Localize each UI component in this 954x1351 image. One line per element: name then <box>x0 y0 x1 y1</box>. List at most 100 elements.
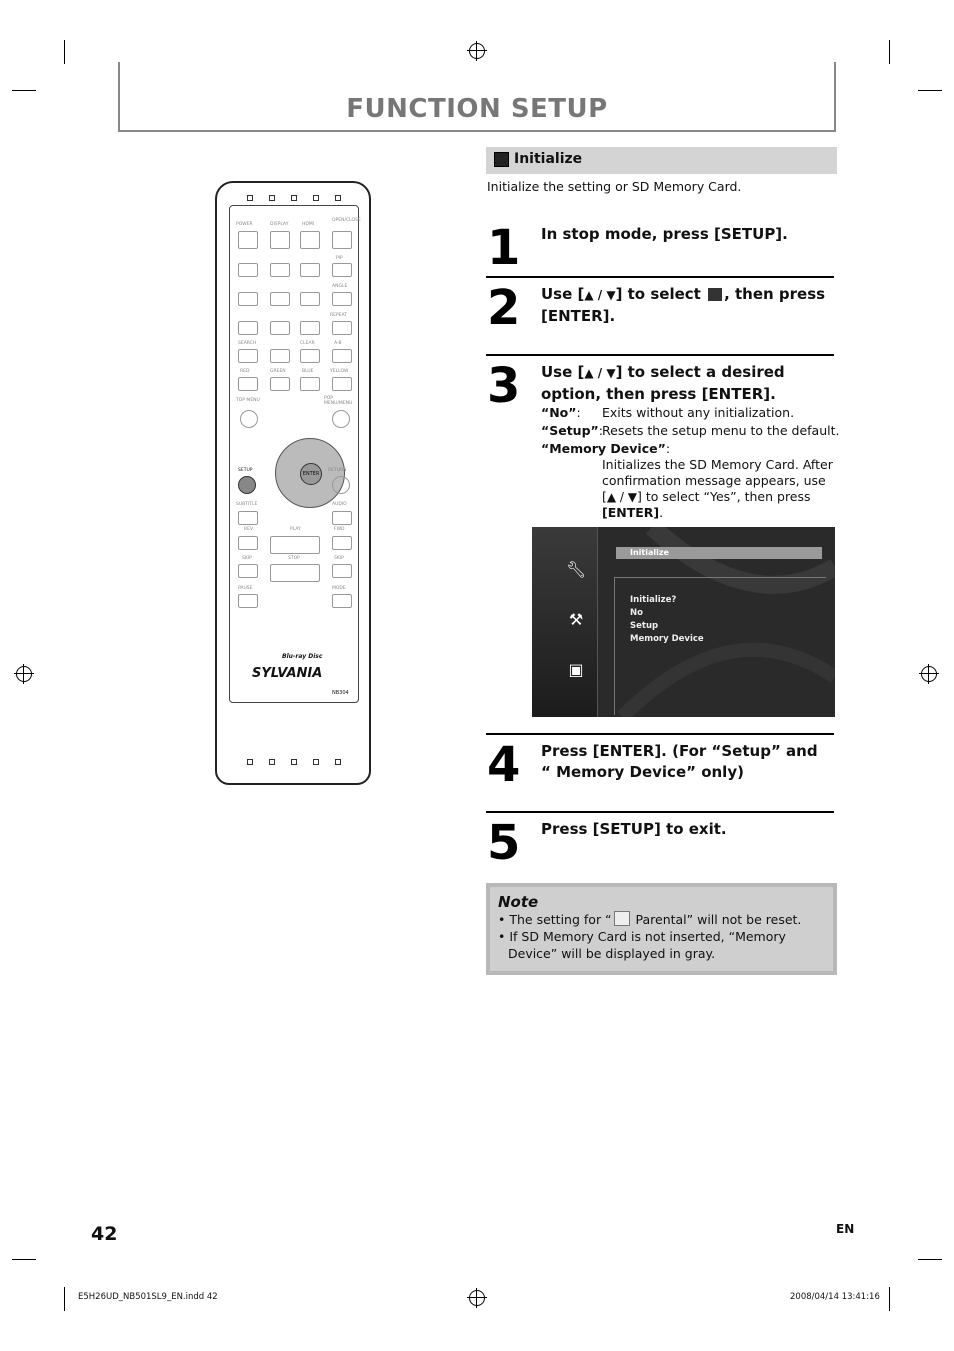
step-text-part: ] to select a desired option, then press… <box>541 363 785 403</box>
registration-mark-icon <box>467 41 487 61</box>
desc-part: ] to select “Yes”, then press <box>637 489 811 504</box>
remote-label: A-B <box>334 341 342 346</box>
remote-label: TOP MENU <box>236 398 260 403</box>
remote-button <box>332 410 350 428</box>
screenshot-line: Setup <box>630 621 659 631</box>
remote-button <box>238 511 258 525</box>
remote-button <box>300 231 320 249</box>
up-down-arrow-icon: ▲ / ▼ <box>584 366 616 380</box>
remote-play-button <box>270 536 320 554</box>
note-text: Parental” will not be reset. <box>631 912 802 927</box>
screenshot-panel <box>614 577 826 715</box>
remote-label: SEARCH <box>238 341 257 346</box>
remote-button <box>300 292 320 306</box>
remote-label: RETURN <box>328 468 347 473</box>
remote-button <box>332 594 352 608</box>
remote-indicator <box>269 195 275 201</box>
language-tag: EN <box>836 1222 855 1236</box>
remote-indicator <box>335 759 341 765</box>
remote-label: PAUSE <box>238 586 253 591</box>
step-divider <box>486 354 834 356</box>
note-title: Note <box>498 893 539 911</box>
remote-label: SKIP <box>242 556 252 561</box>
crop-mark <box>64 40 65 64</box>
option-label: “Memory Device” <box>541 441 666 456</box>
footer-file: E5H26UD_NB501SL9_EN.indd 42 <box>78 1292 218 1302</box>
crop-mark <box>918 1259 942 1260</box>
up-down-arrow-icon: ▲ / ▼ <box>584 288 616 302</box>
crop-mark <box>12 1259 36 1260</box>
step-divider <box>486 276 834 278</box>
remote-indicator <box>291 759 297 765</box>
page-number: 42 <box>91 1223 118 1245</box>
remote-button <box>238 536 258 550</box>
remote-label: BLUE <box>302 369 314 374</box>
remote-button <box>238 377 258 391</box>
desc-part: . <box>659 505 664 520</box>
remote-enter-button: ENTER <box>300 463 322 485</box>
option-colon: : <box>598 423 603 438</box>
remote-button <box>332 377 352 391</box>
option-memory: “Memory Device”: <box>541 441 670 457</box>
menu-screenshot: 🔧︎ ⚒ ▣ Initialize Initialize? No Setup M… <box>532 527 835 717</box>
screenshot-title-bar: Initialize <box>616 547 822 559</box>
desc-line: confirmation message appears, use <box>602 473 826 488</box>
tools-icon: ⚒ <box>568 610 584 629</box>
remote-button <box>332 476 350 494</box>
desc-line: Initializes the SD Memory Card. After <box>602 457 833 472</box>
remote-label: YELLOW <box>330 369 349 374</box>
step-text: Press [SETUP] to exit. <box>541 820 727 838</box>
desc-part: [ <box>602 489 607 504</box>
remote-button <box>240 410 258 428</box>
remote-indicator <box>313 195 319 201</box>
remote-label: PIP <box>336 256 343 261</box>
remote-label: SKIP <box>334 556 344 561</box>
remote-button <box>238 292 258 306</box>
remote-label: MODE <box>332 586 346 591</box>
remote-button <box>270 263 290 277</box>
remote-indicator <box>247 195 253 201</box>
remote-label: RED <box>240 369 250 374</box>
remote-button <box>270 292 290 306</box>
remote-label: SUBTITLE <box>236 502 258 507</box>
screenshot-line: Initialize? <box>630 595 677 605</box>
option-memory-desc: Initializes the SD Memory Card. After co… <box>602 457 837 521</box>
parental-lock-icon <box>613 911 630 926</box>
option-label: “Setup” <box>541 423 599 438</box>
page-title: FUNCTION SETUP <box>346 94 608 124</box>
title-frame: FUNCTION SETUP <box>118 62 836 132</box>
remote-button <box>270 231 290 249</box>
remote-label: REPEAT <box>330 313 348 318</box>
remote-label: AUDIO <box>332 502 347 507</box>
remote-label: POP MENU/MENU <box>324 396 353 406</box>
remote-model: NB304 <box>332 690 349 696</box>
option-no: “No”: <box>541 405 581 421</box>
step-text: Use [▲ / ▼] to select a desired option, … <box>541 362 837 405</box>
remote-indicator <box>269 759 275 765</box>
remote-button <box>300 321 320 335</box>
remote-button <box>332 564 352 578</box>
remote-setup-button <box>238 476 256 494</box>
note-inner: Note • The setting for “ Parental” will … <box>490 887 833 971</box>
option-setup-desc: Resets the setup menu to the default. <box>602 423 840 438</box>
step-number: 3 <box>487 358 521 414</box>
option-setup: “Setup”: <box>541 423 603 439</box>
remote-button <box>332 511 352 525</box>
step-text: In stop mode, press [SETUP]. <box>541 225 788 243</box>
step-number: 4 <box>487 737 521 793</box>
screenshot-line: No <box>630 608 643 618</box>
remote-button <box>332 349 352 363</box>
remote-label: CLEAR <box>300 341 315 346</box>
up-down-arrow-icon: ▲ / ▼ <box>606 490 638 504</box>
remote-stop-button <box>270 564 320 582</box>
crop-mark <box>918 90 942 91</box>
remote-label: STOP <box>288 556 300 561</box>
step-divider <box>486 733 834 735</box>
note-item: • If SD Memory Card is not inserted, “Me… <box>498 929 786 961</box>
section-heading-text: Initialize <box>514 151 583 167</box>
screenshot-sidebar <box>532 527 598 717</box>
remote-button <box>270 349 290 363</box>
remote-button <box>238 263 258 277</box>
step-text-part: Use [ <box>541 285 585 303</box>
remote-button <box>300 263 320 277</box>
